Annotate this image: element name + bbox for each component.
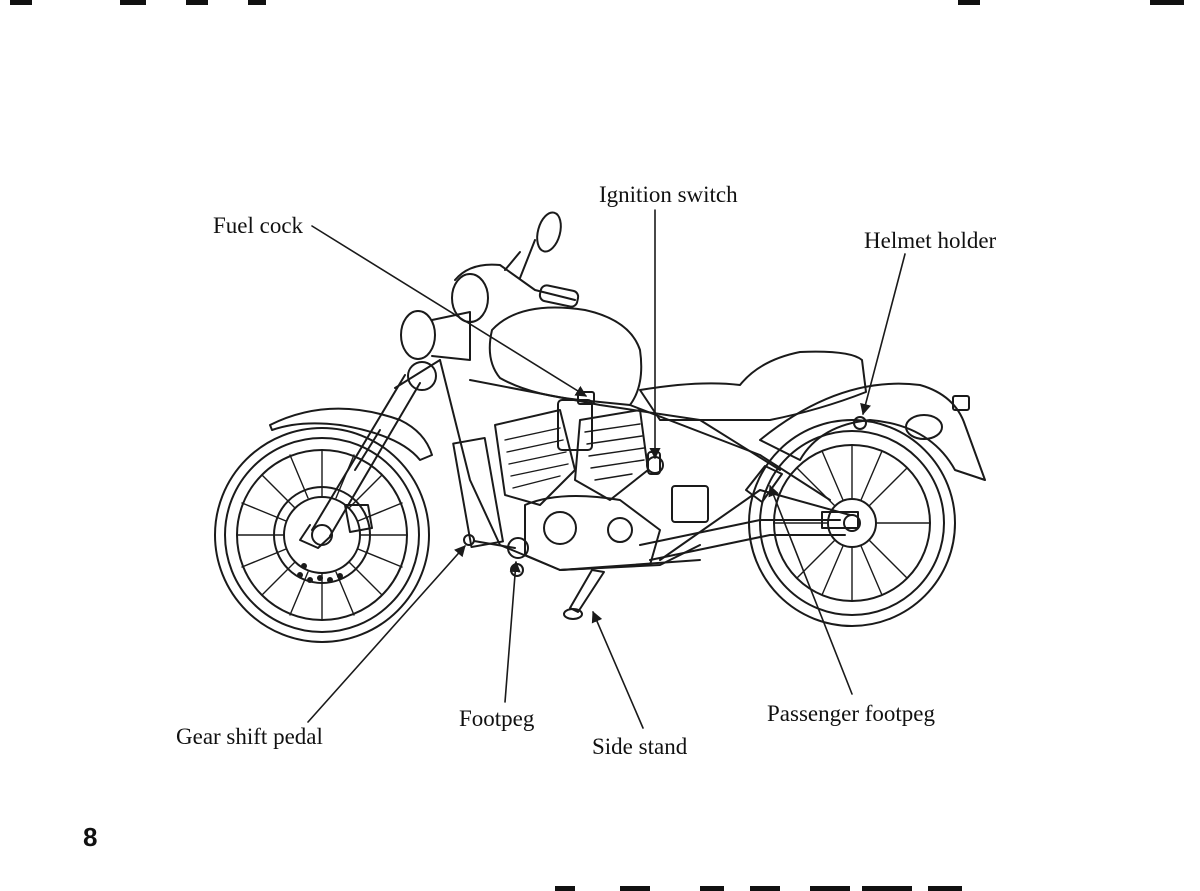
scan-mark bbox=[750, 886, 780, 891]
scan-mark bbox=[1150, 0, 1184, 5]
label-passenger-footpeg: Passenger footpeg bbox=[767, 701, 935, 726]
leader-lines bbox=[307, 209, 906, 729]
front-wheel bbox=[214, 427, 430, 643]
exhaust bbox=[559, 519, 846, 571]
engine bbox=[494, 399, 664, 571]
seat bbox=[639, 350, 867, 421]
scan-mark bbox=[862, 886, 912, 891]
scan-mark bbox=[120, 0, 146, 5]
scan-mark bbox=[10, 0, 32, 5]
fuel-cock-leader bbox=[311, 225, 587, 397]
passenger-footpeg-part bbox=[745, 465, 783, 503]
label-fuel-cock: Fuel cock bbox=[213, 213, 304, 238]
rear-fender bbox=[759, 382, 986, 481]
passenger-footpeg-leader bbox=[768, 484, 853, 695]
scan-mark bbox=[555, 886, 575, 891]
gear-shift-pedal-leader bbox=[307, 545, 466, 723]
side-stand-leader bbox=[591, 610, 644, 729]
footpeg-leader bbox=[504, 560, 521, 703]
label-helmet-holder: Helmet holder bbox=[864, 228, 997, 253]
front-fork bbox=[299, 359, 441, 549]
footpeg-part bbox=[507, 537, 529, 559]
side-stand-part bbox=[563, 569, 605, 620]
label-side-stand: Side stand bbox=[592, 734, 688, 759]
scan-mark bbox=[248, 0, 266, 5]
headlight bbox=[400, 310, 471, 391]
scan-mark bbox=[186, 0, 208, 5]
scan-mark bbox=[928, 886, 962, 891]
fuel-tank bbox=[488, 306, 643, 406]
label-footpeg: Footpeg bbox=[459, 706, 535, 731]
scan-mark bbox=[958, 0, 980, 5]
page-number: 8 bbox=[83, 822, 98, 852]
side-cover bbox=[671, 485, 709, 523]
helmet-holder-leader bbox=[860, 253, 906, 416]
label-ignition-switch: Ignition switch bbox=[599, 182, 738, 207]
scan-mark bbox=[700, 886, 724, 891]
front-fender bbox=[269, 407, 433, 461]
footpeg-part-lower bbox=[510, 563, 524, 577]
handlebar bbox=[451, 211, 580, 323]
scan-mark bbox=[620, 886, 650, 891]
label-gear-shift-pedal: Gear shift pedal bbox=[176, 724, 323, 749]
scan-mark bbox=[810, 886, 850, 891]
